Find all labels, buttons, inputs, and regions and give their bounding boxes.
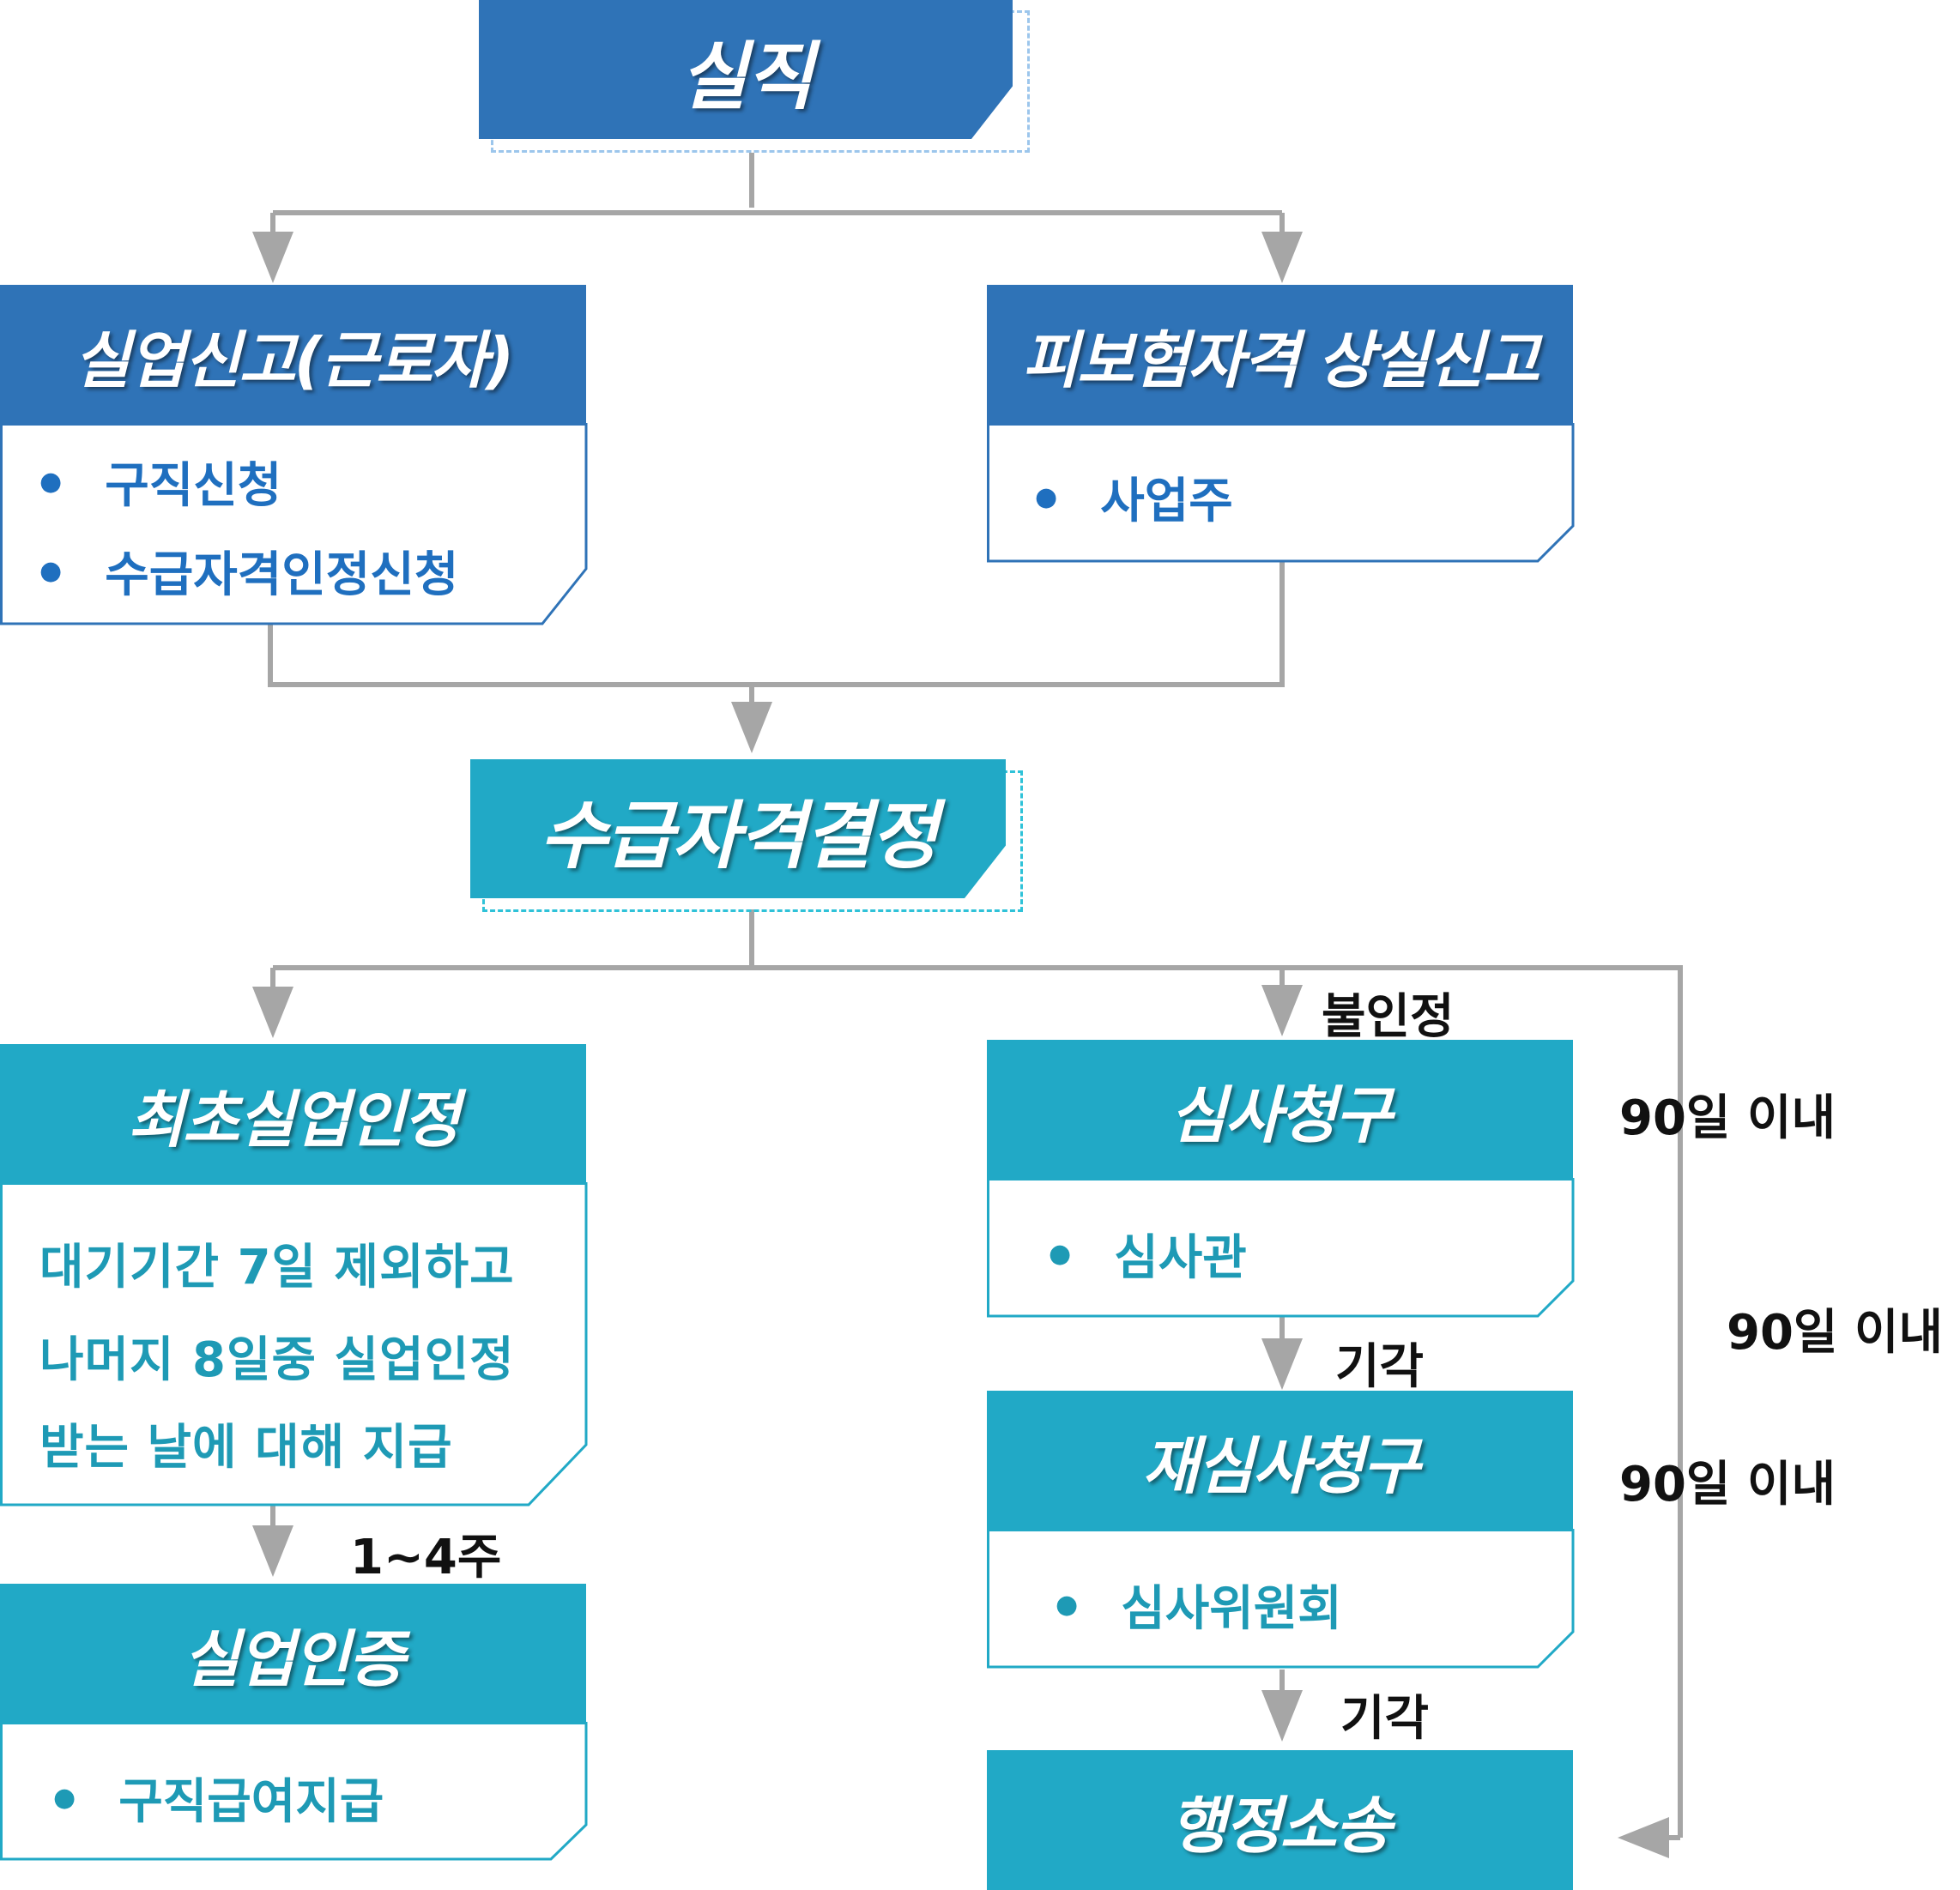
node-worker-report-body-frame (0, 423, 588, 625)
edge-label-rejected: 기각 (1340, 1691, 1430, 1747)
connector-mid-bar (273, 965, 1683, 1838)
node-first-recognition-body-frame (0, 1182, 588, 1507)
node-unemployment: 실직 (479, 0, 1013, 139)
node-re-review-body: ●심사위원회 (987, 1529, 1573, 1669)
node-recognition-body: ●구직급여지급 (0, 1722, 586, 1861)
list-item: ●사업주 (1035, 474, 1233, 529)
node-title: 실업인증 (183, 1623, 405, 1695)
node-title: 행정소송 (1170, 1790, 1392, 1862)
bullet-icon: ● (39, 467, 63, 497)
connector-merge (268, 562, 1285, 687)
node-re-review-header: 재심사청구 (987, 1391, 1573, 1531)
node-employer-report-header: 피보험자격 상실신고 (987, 285, 1573, 425)
node-worker-report-body: ●구직신청 ●수급자격인정신청 (0, 423, 586, 625)
first-recognition-line: 대기기간 7일 제외하고 (39, 1240, 515, 1295)
node-recognition-header: 실업인증 (0, 1584, 586, 1724)
node-employer-report-body: ●사업주 (987, 423, 1573, 563)
list-item: ●수급자격인정신청 (39, 547, 459, 603)
list-item: ●구직급여지급 (53, 1774, 384, 1830)
node-first-recognition-header: 최초실업인정 (0, 1044, 586, 1184)
first-recognition-line: 나머지 8일중 실업인정 (39, 1332, 515, 1388)
bullet-icon: ● (1049, 1239, 1072, 1269)
list-item: ●심사위원회 (1056, 1581, 1342, 1637)
node-review-body: ●심사관 (987, 1178, 1573, 1318)
bullet-icon: ● (1035, 482, 1058, 512)
node-review-body-frame (987, 1178, 1575, 1318)
edge-label-rejected: 기각 (1335, 1339, 1425, 1395)
node-title: 실업신고(근로자) (73, 324, 514, 396)
list-item: ●구직신청 (39, 458, 282, 514)
edge-label-within-90-days: 90일 이내 (1727, 1305, 1943, 1361)
node-review-header: 심사청구 (987, 1040, 1573, 1180)
edge-label-within-90-days: 90일 이내 (1619, 1457, 1836, 1513)
node-title: 재심사청구 (1141, 1430, 1419, 1502)
list-item: ●심사관 (1049, 1230, 1247, 1286)
node-title: 실직 (679, 33, 813, 120)
node-eligibility: 수급자격결정 (470, 759, 1006, 898)
node-recognition-body-frame (0, 1722, 588, 1861)
edge-label-weeks: 1~4주 (350, 1530, 502, 1585)
bullet-icon: ● (1056, 1590, 1079, 1620)
edge-label-not-recognized: 불인정 (1322, 989, 1455, 1045)
node-title: 심사청구 (1170, 1079, 1392, 1151)
node-re-review-body-frame (987, 1529, 1575, 1669)
bullet-icon: ● (53, 1783, 76, 1813)
edge-label-within-90-days: 90일 이내 (1619, 1090, 1836, 1146)
first-recognition-line: 받는 날에 대해 지급 (39, 1420, 453, 1476)
node-employer-report-body-frame (987, 423, 1575, 563)
node-title: 피보험자격 상실신고 (1021, 324, 1540, 396)
node-lawsuit: 행정소송 (987, 1750, 1573, 1890)
node-title: 최초실업인정 (127, 1084, 460, 1156)
node-title: 수급자격결정 (539, 793, 937, 879)
bullet-icon: ● (39, 556, 63, 586)
node-worker-report-header: 실업신고(근로자) (0, 285, 586, 425)
